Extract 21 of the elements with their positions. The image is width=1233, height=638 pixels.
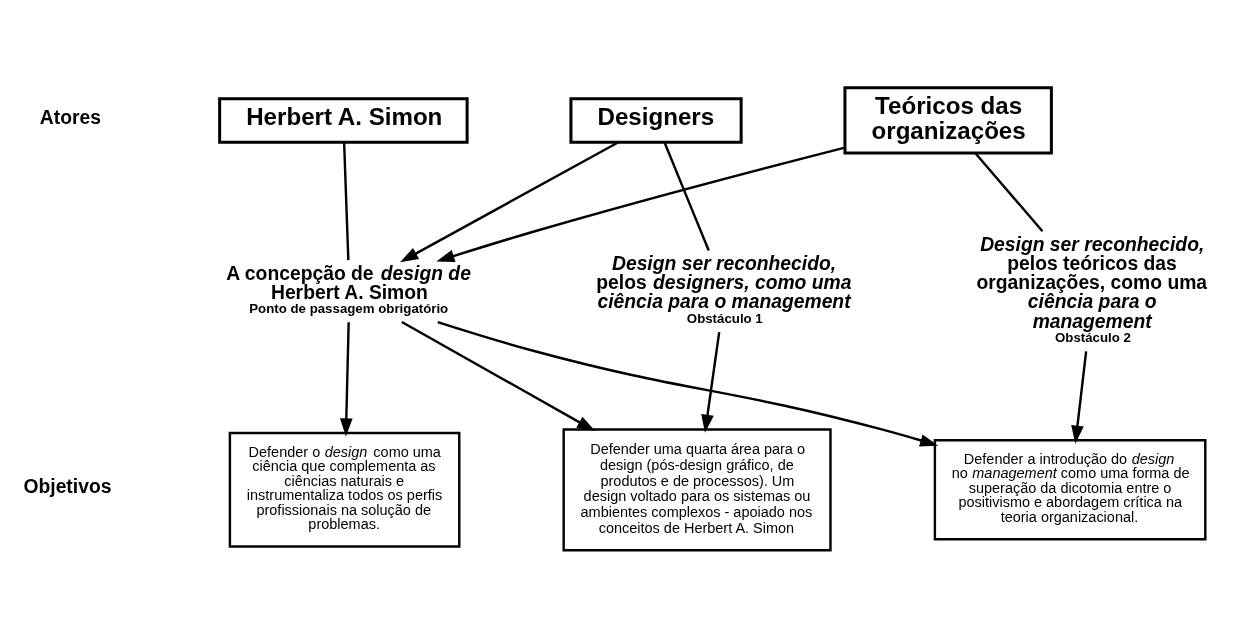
node-box: Defender o design como uma ciência que complementa as ciências naturais e instrumentaliza todos os perfis profissionais na solução de problemas. <box>228 431 461 548</box>
node-text: A concepção de design de Herbert A. Simon Ponto de passagem obrigatório <box>226 262 471 317</box>
arrow <box>437 321 939 447</box>
connector <box>974 152 1044 232</box>
arrow <box>701 331 721 433</box>
node-box: Defender a introdução do design no management como uma forma de superação da dicotomia entre o positivismo e abordagem crítica na teoria organizacional. <box>933 439 1207 541</box>
arrow <box>1071 351 1088 444</box>
arrow <box>400 141 619 263</box>
connector <box>663 141 710 252</box>
node-box: Defender uma quarta área para o design (pós-design gráfico, de produtos e de processos). Um design voltado para os sistemas ou ambientes complexos - apoiado nos conceitos de Herbert A. Simon <box>562 428 832 552</box>
arrow <box>401 320 596 432</box>
label: Atores <box>39 106 101 128</box>
connector <box>342 142 350 261</box>
node-text: Design ser reconhecido, pelos designers, como uma ciência para o management Obstáculo 1 <box>596 252 852 326</box>
arrow <box>339 322 353 437</box>
label: Objetivos <box>23 476 112 498</box>
node-box: Teóricos das organizações <box>843 86 1053 155</box>
node-box: Designers <box>569 97 743 144</box>
node-text: Design ser reconhecido, pelos teóricos das organizações, como uma ciência para o management Obstáculo 2 <box>976 233 1208 346</box>
node-box: Herbert A. Simon <box>218 97 469 144</box>
arrow <box>436 146 846 263</box>
